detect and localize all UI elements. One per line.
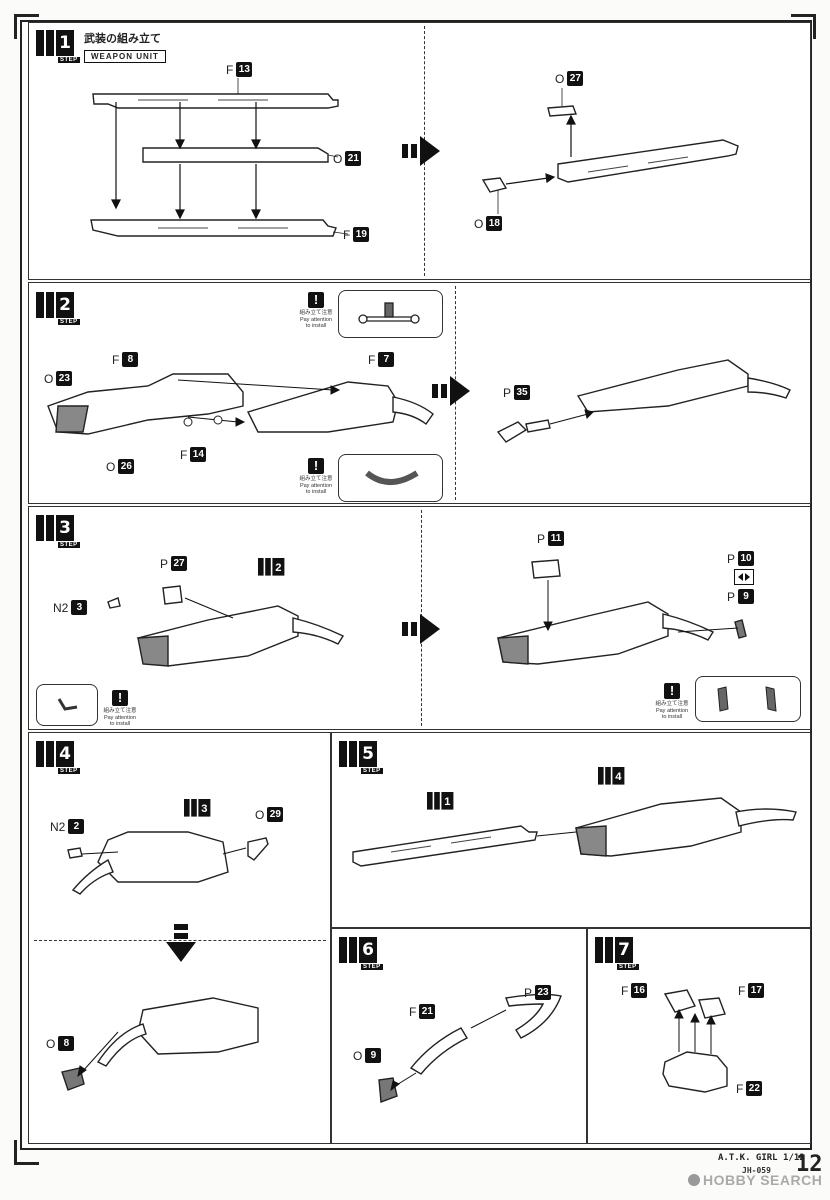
product-name: A.T.K. GIRL 1/12 xyxy=(718,1153,805,1163)
step-2-illustration xyxy=(47,359,791,443)
exclamation-icon: ! xyxy=(112,690,128,706)
step-number: 7 xyxy=(615,937,633,963)
divider xyxy=(34,940,326,941)
exclamation-icon: ! xyxy=(664,683,680,699)
watermark: HOBBY SEARCH xyxy=(688,1172,822,1188)
corner-mark xyxy=(14,1140,39,1165)
exclamation-icon: ! xyxy=(308,458,324,474)
hint-box xyxy=(36,684,98,726)
step-1-illustration xyxy=(90,78,739,237)
product-code: JH-059 xyxy=(742,1166,771,1175)
arrow-right-icon xyxy=(402,614,440,644)
section-title: 武装の組み立て WEAPON UNIT xyxy=(84,30,166,64)
corner-mark xyxy=(791,14,816,39)
step-2-badge: 2 STEP xyxy=(36,292,80,325)
step-label: STEP xyxy=(58,319,80,325)
arrow-down-icon xyxy=(166,924,196,962)
title-jp: 武装の組み立て xyxy=(84,33,161,45)
step-label: STEP xyxy=(58,57,80,63)
step-label: STEP xyxy=(361,768,383,774)
hint-box xyxy=(338,454,443,502)
step-label: STEP xyxy=(617,964,639,970)
step-number: 2 xyxy=(56,292,74,318)
step-5-illustration xyxy=(352,797,797,867)
exclamation-icon: ! xyxy=(308,292,324,308)
step-6-illustration xyxy=(378,993,562,1103)
watermark-logo-icon xyxy=(688,1174,700,1186)
hint-box xyxy=(695,676,801,722)
step-5-badge: 5 STEP xyxy=(339,741,383,774)
step-number: 5 xyxy=(359,741,377,767)
step-3-panel xyxy=(28,506,811,730)
step-number: 6 xyxy=(359,937,377,963)
page-number: 12 xyxy=(796,1152,823,1177)
step-label: STEP xyxy=(58,542,80,548)
step-3-illustration xyxy=(107,559,747,667)
title-en: WEAPON UNIT xyxy=(84,50,166,63)
step-reference: 3 xyxy=(184,799,211,817)
step-4-badge: 4 STEP xyxy=(36,741,80,774)
hint-box xyxy=(338,290,443,338)
step-reference: 4 xyxy=(598,767,625,785)
step-number: 1 xyxy=(56,30,74,56)
step-reference: 1 xyxy=(427,792,454,810)
step-1-badge: 1 STEP xyxy=(36,30,80,63)
step-7-badge: 7 STEP xyxy=(595,937,639,970)
step-6-badge: 6 STEP xyxy=(339,937,383,970)
step-4-illustration xyxy=(61,831,269,1091)
corner-mark xyxy=(14,14,39,39)
step-label: STEP xyxy=(58,768,80,774)
attach-icon xyxy=(734,569,754,585)
step-label: STEP xyxy=(361,964,383,970)
arrow-right-icon xyxy=(402,136,440,166)
step-number: 3 xyxy=(56,515,74,541)
step-3-badge: 3 STEP xyxy=(36,515,80,548)
arrow-right-icon xyxy=(432,376,470,406)
step-reference: 2 xyxy=(258,558,285,576)
step-number: 4 xyxy=(56,741,74,767)
step-7-illustration xyxy=(662,989,728,1093)
